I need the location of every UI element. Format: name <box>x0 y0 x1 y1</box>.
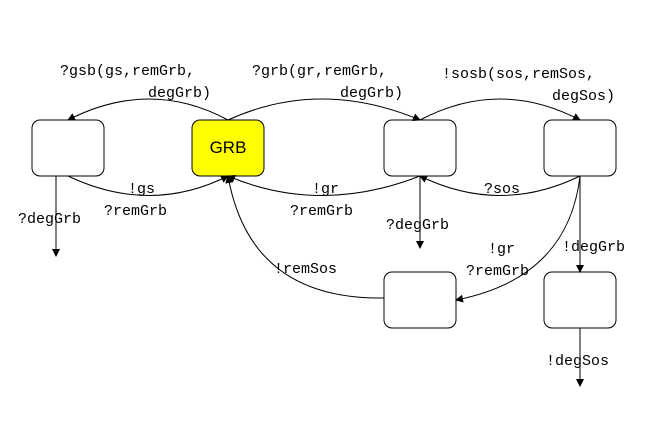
label-grb-call-1: ?grb(gr,remGrb, <box>252 63 387 80</box>
label-sos-reply: ?sos <box>484 181 520 198</box>
label-gsb-call-2: degGrb) <box>148 85 211 102</box>
label-deg-grb-mid: ?degGrb <box>386 217 449 234</box>
edge-gs-reply <box>67 175 229 196</box>
edge-grb <box>227 98 421 121</box>
edge-gsb <box>67 98 229 121</box>
label-gs-rem: ?remGrb <box>104 203 167 220</box>
state-grb: GRB <box>191 119 265 177</box>
label-grb-call-2: degGrb) <box>340 85 403 102</box>
label-gr-rem: ?remGrb <box>290 203 353 220</box>
edge-gr-to-lower <box>455 175 581 303</box>
state-mid <box>383 119 457 177</box>
state-left <box>31 119 105 177</box>
label-sosb-call-2: degSos) <box>552 88 615 105</box>
label-deg-grb-left: ?degGrb <box>18 211 81 228</box>
edge-sos-reply <box>419 175 581 196</box>
state-lower-right <box>543 271 617 329</box>
label-gsb-call-1: ?gsb(gs,remGrb, <box>60 63 195 80</box>
edge-sosb <box>419 98 581 121</box>
label-gs-reply: !gs <box>128 181 155 198</box>
state-lower-mid <box>383 271 457 329</box>
edge-gr-reply <box>227 175 421 196</box>
label-deg-grb-right: !degGrb <box>562 239 625 256</box>
label-sosb-call-1: !sosb(sos,remSos, <box>442 66 595 83</box>
state-grb-label: GRB <box>210 138 247 157</box>
edge-rem-sos <box>225 175 385 299</box>
label-deg-sos: !degSos <box>546 353 609 370</box>
label-rem-sos: !remSos <box>274 261 337 278</box>
label-gr-reply-2: !gr <box>488 241 515 258</box>
state-right <box>543 119 617 177</box>
label-gr-rem-2: ?remGrb <box>466 263 529 280</box>
label-gr-reply: !gr <box>312 181 339 198</box>
